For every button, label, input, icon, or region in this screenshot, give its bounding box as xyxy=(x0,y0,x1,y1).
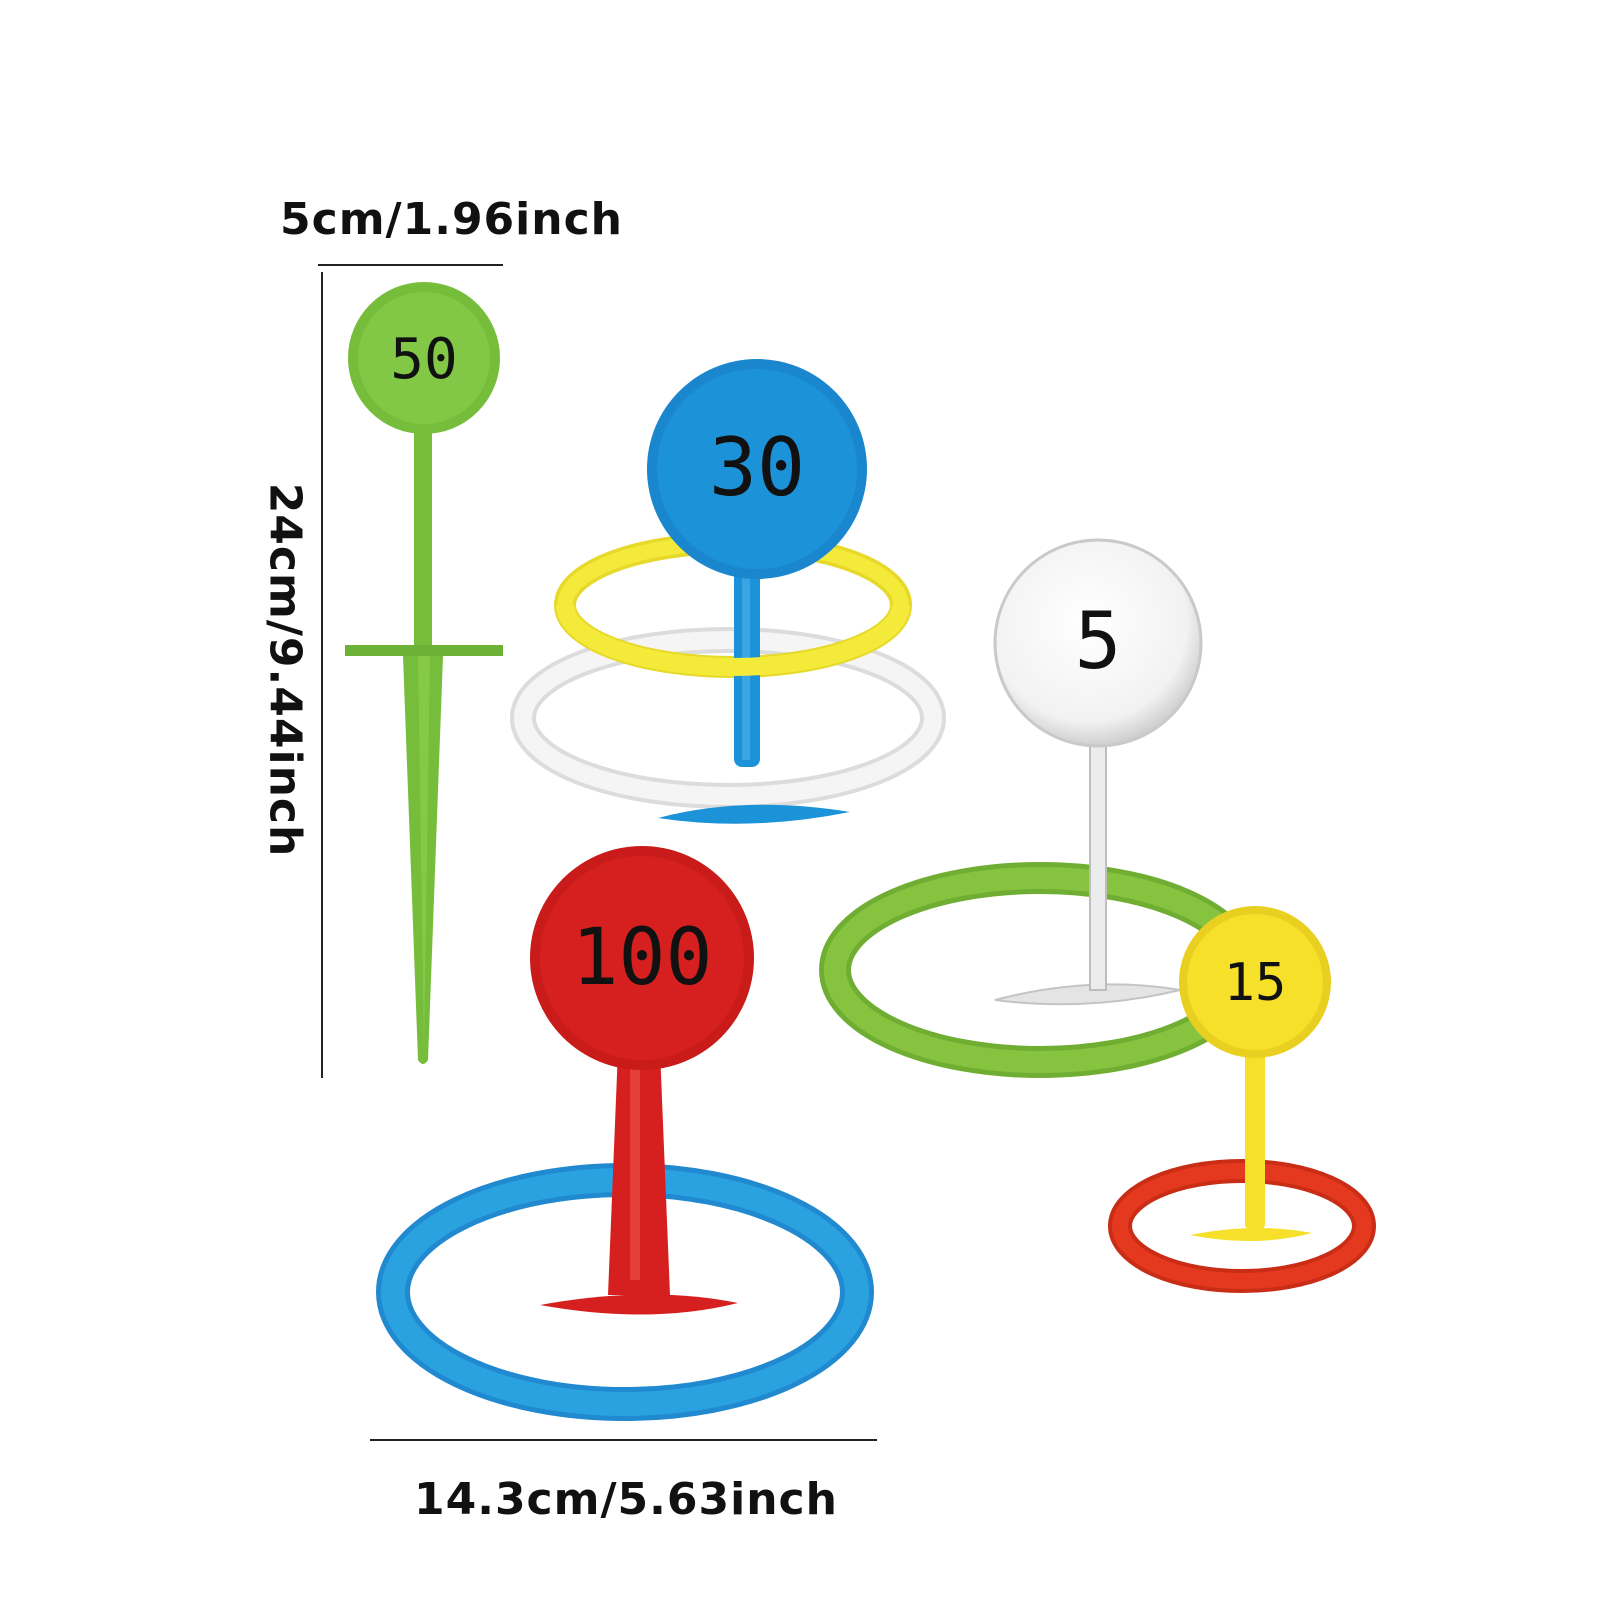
ring-red xyxy=(1108,1159,1376,1293)
ring-white xyxy=(510,627,946,809)
peg-15: 15 xyxy=(1179,906,1331,1242)
width-dimension-label: 5cm/1.96inch xyxy=(280,194,623,245)
height-dimension-label: 24cm/9.44inch xyxy=(259,482,311,858)
peg-score-label: 100 xyxy=(572,913,713,1003)
peg-score-label: 15 xyxy=(1224,953,1287,1013)
peg-score-label: 5 xyxy=(1075,597,1122,687)
ring-yellow-front xyxy=(556,604,910,676)
peg-score-label: 30 xyxy=(709,421,805,514)
peg-score-label: 50 xyxy=(390,327,457,392)
base-dimension-label: 14.3cm/5.63inch xyxy=(414,1474,838,1525)
peg-30: 30 xyxy=(647,359,867,824)
peg-100: 100 xyxy=(530,846,754,1315)
peg-5: 5 xyxy=(993,538,1203,1006)
peg-50-stake: 50 xyxy=(345,282,503,1064)
